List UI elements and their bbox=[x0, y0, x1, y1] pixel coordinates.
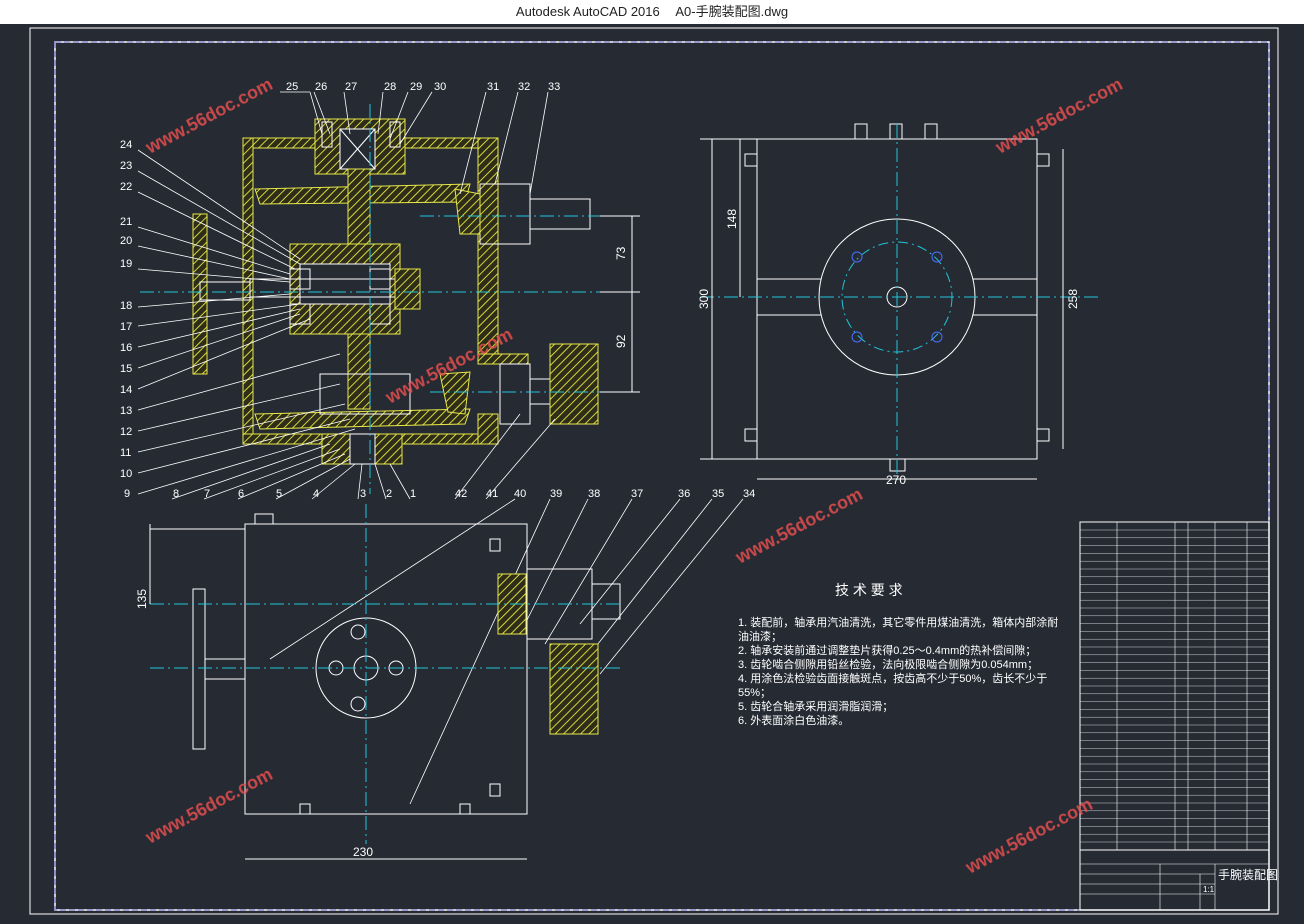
tech-line-8: 6. 外表面涂白色油漆。 bbox=[738, 713, 849, 727]
callout-23: 23 bbox=[120, 160, 132, 172]
dim-92: 92 bbox=[614, 334, 628, 348]
callout-3: 3 bbox=[360, 488, 366, 500]
file-name: A0-手腕装配图.dwg bbox=[675, 4, 789, 19]
callout-40: 40 bbox=[514, 488, 526, 500]
callout-35: 35 bbox=[712, 488, 724, 500]
callout-28: 28 bbox=[384, 81, 396, 93]
callout-2: 2 bbox=[386, 488, 392, 500]
tech-line-2: 油油漆； bbox=[738, 629, 782, 643]
callout-5: 5 bbox=[276, 488, 282, 500]
dim-135: 135 bbox=[135, 589, 149, 609]
callout-36: 36 bbox=[678, 488, 690, 500]
callout-18: 18 bbox=[120, 300, 132, 312]
tech-line-5: 4. 用涂色法检验齿面接触斑点，按齿高不少于50%，齿长不少于 bbox=[738, 671, 1047, 685]
callout-15: 15 bbox=[120, 363, 132, 375]
title-block-ratio: 1:1 bbox=[1203, 885, 1215, 894]
watermark-2: www.56doc.com bbox=[992, 74, 1126, 158]
callout-6: 6 bbox=[238, 488, 244, 500]
parts-rows bbox=[1080, 529, 1269, 850]
callout-25: 25 bbox=[286, 81, 298, 93]
drawing-canvas[interactable]: 73 92 25 26 27 28 29 30 31 32 33 24 23 2… bbox=[0, 24, 1304, 920]
tech-line-3: 2. 轴承安装前通过调整垫片获得0.25～0.4mm的热补偿间隙； bbox=[738, 643, 1036, 657]
title-block-name: 手腕装配图 bbox=[1218, 867, 1278, 882]
callout-22: 22 bbox=[120, 181, 132, 193]
callout-19: 19 bbox=[120, 258, 132, 270]
outer-frame bbox=[29, 27, 1279, 915]
callout-29: 29 bbox=[410, 81, 422, 93]
callout-13: 13 bbox=[120, 405, 132, 417]
callout-10: 10 bbox=[120, 468, 132, 480]
callout-41: 41 bbox=[486, 488, 498, 500]
callout-7: 7 bbox=[204, 488, 210, 500]
tech-requirements: 技 术 要 求 1. 装配前，轴承用汽油清洗，其它零件用煤油清洗，箱体内部涂耐 … bbox=[738, 582, 1058, 727]
tech-line-7: 5. 齿轮合轴承采用润滑脂润滑； bbox=[738, 699, 893, 713]
tech-line-6: 55%； bbox=[738, 687, 771, 699]
dim-258: 258 bbox=[1066, 289, 1080, 309]
dim-73: 73 bbox=[614, 246, 628, 260]
top-view bbox=[700, 123, 1100, 484]
callout-11: 11 bbox=[120, 447, 131, 459]
parts-list bbox=[1079, 521, 1270, 911]
callout-12: 12 bbox=[120, 426, 132, 438]
dim-270: 270 bbox=[886, 473, 906, 487]
app-name: Autodesk AutoCAD 2016 bbox=[515, 4, 660, 19]
callout-32: 32 bbox=[518, 81, 530, 93]
callout-34: 34 bbox=[743, 488, 755, 500]
callout-16: 16 bbox=[120, 342, 132, 354]
callout-17: 17 bbox=[120, 321, 132, 333]
leader-lines bbox=[137, 91, 744, 805]
tech-title: 技 术 要 求 bbox=[835, 582, 903, 598]
callout-33: 33 bbox=[548, 81, 560, 93]
callout-31: 31 bbox=[487, 81, 499, 93]
callout-38: 38 bbox=[588, 488, 600, 500]
callout-27: 27 bbox=[345, 81, 357, 93]
tech-line-1: 1. 装配前，轴承用汽油清洗，其它零件用煤油清洗，箱体内部涂耐 bbox=[738, 615, 1058, 629]
title-block bbox=[1080, 849, 1269, 910]
callout-30: 30 bbox=[434, 81, 446, 93]
callout-8: 8 bbox=[173, 488, 179, 500]
dim-300: 300 bbox=[697, 289, 711, 309]
callout-labels: 25 26 27 28 29 30 31 32 33 24 23 22 21 2… bbox=[120, 81, 755, 500]
callout-39: 39 bbox=[550, 488, 562, 500]
callout-26: 26 bbox=[315, 81, 327, 93]
watermark-5: www.56doc.com bbox=[142, 764, 276, 848]
callout-1: 1 bbox=[410, 488, 416, 500]
callout-20: 20 bbox=[120, 235, 132, 247]
tech-line-4: 3. 齿轮啮合侧隙用铅丝检验，法向极限啮合侧隙为0.054mm； bbox=[738, 657, 1038, 671]
callout-21: 21 bbox=[120, 216, 132, 228]
callout-37: 37 bbox=[631, 488, 643, 500]
side-view bbox=[149, 504, 621, 860]
callout-14: 14 bbox=[120, 384, 132, 396]
callout-24: 24 bbox=[120, 139, 132, 151]
callout-4: 4 bbox=[313, 488, 319, 500]
dim-230: 230 bbox=[353, 845, 373, 859]
callout-9: 9 bbox=[124, 488, 130, 500]
section-view: 73 92 bbox=[140, 104, 640, 494]
dim-148: 148 bbox=[725, 209, 739, 229]
window-title-bar: Autodesk AutoCAD 2016 A0-手腕装配图.dwg bbox=[0, 0, 1304, 24]
callout-42: 42 bbox=[455, 488, 467, 500]
watermark-6: www.56doc.com bbox=[962, 794, 1096, 878]
